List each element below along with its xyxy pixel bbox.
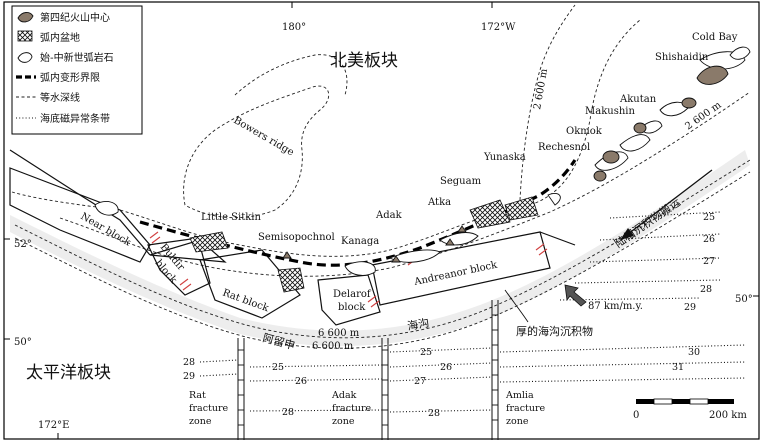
label-amlia-fz-3: zone xyxy=(506,416,529,427)
volcanic-centers xyxy=(282,65,729,263)
buldir-block-outline xyxy=(147,237,211,296)
anomaly-number: 29 xyxy=(183,371,195,382)
isobath-lines xyxy=(11,4,751,349)
label-rat-block: Rat block xyxy=(221,287,271,314)
label-adak-fz-1: Adak xyxy=(331,390,357,401)
label-andreanof-block: Andreanor block xyxy=(412,259,499,288)
anomaly-number: 29 xyxy=(684,302,696,313)
sediment-arrow xyxy=(620,169,713,240)
label-adak-fz-2: fracture xyxy=(332,403,372,414)
anomaly-number: 30 xyxy=(688,347,700,358)
lat-label-52: 52° xyxy=(14,239,32,250)
anomaly-number: 25 xyxy=(272,362,284,373)
label-amlia-fz-1: Amlia xyxy=(505,390,534,401)
lat-label-50-right: 50° xyxy=(735,294,753,305)
plate-label-north-american: 北美板块 xyxy=(330,51,398,71)
label-trench-name-2: 海沟 xyxy=(406,315,430,333)
lon-label-180: 180° xyxy=(282,22,306,33)
legend-label-anomaly: 海底磁异常条带 xyxy=(40,112,110,125)
lat-label-50-left: 50° xyxy=(14,337,32,348)
label-sediment-transport: 陆相沉积物搬运 xyxy=(612,195,683,251)
label-rat-fz-3: zone xyxy=(189,416,212,427)
lon-label-172e: 172°E xyxy=(38,420,69,431)
label-shishaldin: Shishaidin xyxy=(655,52,709,63)
label-delarof-block-2: block xyxy=(338,302,366,313)
sediment-pointer xyxy=(504,289,529,323)
legend-box xyxy=(11,5,143,135)
label-near-block: Near block xyxy=(79,211,134,249)
label-akutan: Akutan xyxy=(619,94,657,105)
legend-label-deformation: 弧内变形界限 xyxy=(40,71,100,84)
anomaly-number: 27 xyxy=(414,376,426,387)
convergence-arrow xyxy=(564,284,587,307)
anomaly-number: 27 xyxy=(703,256,715,267)
anomaly-number: 26 xyxy=(295,376,307,387)
plate-label-pacific: 太平洋板块 xyxy=(26,363,111,383)
label-rat-fz-1: Rat xyxy=(189,390,206,401)
trench-zone xyxy=(10,150,750,347)
label-bowers-ridge: Bowers ridge xyxy=(232,115,296,158)
anomaly-number: 25 xyxy=(703,212,715,223)
label-isobath-6600-a: 6 600 m xyxy=(318,328,360,339)
fracture-zones xyxy=(237,300,499,440)
volcano-symbol-icon xyxy=(17,12,34,23)
label-isobath-6600-b: 6 600 m xyxy=(312,341,354,352)
intra-arc-basins xyxy=(189,196,539,293)
anomaly-number: 31 xyxy=(672,362,684,373)
legend: 第四纪火山中心 弧内盆地 始-中新世弧岩石 弧内变形界限 等水深线 海底磁异常条… xyxy=(11,5,143,135)
label-atka: Atka xyxy=(427,197,451,208)
label-rat-fz-2: fracture xyxy=(189,403,229,414)
label-adak-fz-3: zone xyxy=(332,416,355,427)
label-little-sitkin: Little Sitkin xyxy=(201,212,261,223)
legend-label-arc-rock: 始-中新世弧岩石 xyxy=(40,51,114,64)
label-delarof-block-1: Delarof xyxy=(333,289,372,300)
delarof-block-outline xyxy=(317,274,381,326)
label-cold-bay: Cold Bay xyxy=(692,32,738,43)
label-convergence-rate: 87 km/m.y. xyxy=(588,301,643,312)
arc-rock-icon xyxy=(17,52,33,63)
andreanof-block-outline xyxy=(371,231,551,306)
label-yunaska: Yunaska xyxy=(483,152,526,163)
scale-label-end: 200 km xyxy=(709,410,747,421)
arc-islands xyxy=(94,46,751,276)
label-semisopochnoi: Semisopochnol xyxy=(258,232,335,243)
anomaly-number: 26 xyxy=(703,234,715,245)
lon-label-172w: 172°W xyxy=(481,22,516,33)
anomaly-number: 26 xyxy=(440,362,452,373)
label-rechesnol: Rechesnol xyxy=(538,142,590,153)
label-isobath-2600-a: 2 600 m xyxy=(532,67,550,110)
anomaly-number: 28 xyxy=(428,408,440,419)
fracture-ticks xyxy=(238,314,498,426)
legend-label-volcano: 第四纪火山中心 xyxy=(40,11,110,24)
basin-hatch-icon xyxy=(17,30,33,42)
near-block-outline xyxy=(9,167,151,263)
label-seguam: Seguam xyxy=(440,176,482,187)
graticule-ticks xyxy=(4,2,759,439)
anomaly-numbers: 28 29 25 26 28 25 26 27 28 30 31 25 26 2… xyxy=(183,212,715,419)
label-amlia-fz-2: fracture xyxy=(506,403,546,414)
label-adak: Adak xyxy=(375,210,403,221)
anomaly-number: 28 xyxy=(700,284,712,295)
label-okmok: Okmok xyxy=(566,126,603,137)
anomaly-number: 28 xyxy=(183,357,195,368)
label-kanaga: Kanaga xyxy=(341,236,379,247)
scale-bar: 0 200 km xyxy=(633,398,747,421)
legend-label-basin: 弧内盆地 xyxy=(40,31,80,44)
anomaly-number: 28 xyxy=(282,407,294,418)
scale-label-zero: 0 xyxy=(633,410,639,421)
label-makushin: Makushin xyxy=(585,106,635,117)
legend-label-isobath: 等水深线 xyxy=(40,91,80,104)
anomaly-number: 25 xyxy=(420,347,432,358)
label-thick-sediment: 厚的海沟沉积物 xyxy=(516,324,593,338)
